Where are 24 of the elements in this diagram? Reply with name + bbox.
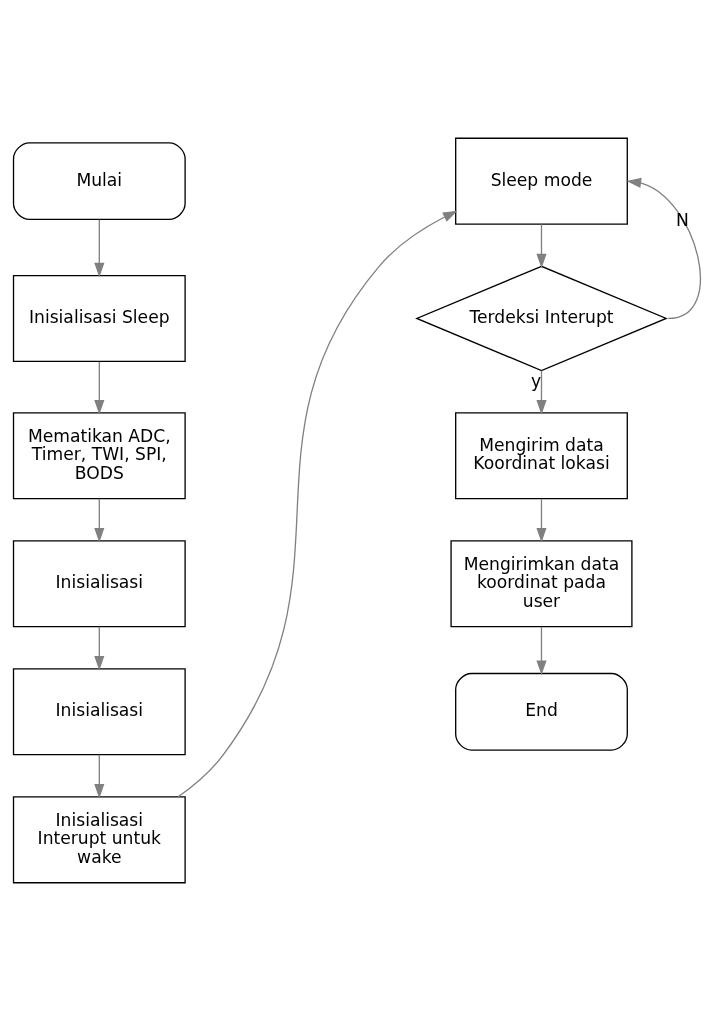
edge-label: y bbox=[531, 371, 542, 392]
arrow bbox=[177, 210, 458, 798]
arrow bbox=[536, 498, 547, 543]
node-box: Mematikan ADC, Timer, TWI, SPI, BODS bbox=[12, 412, 186, 500]
arrow bbox=[536, 223, 547, 269]
node-box: Mengirim data Koordinat lokasi bbox=[455, 412, 628, 500]
node-box: Inisialisasi bbox=[12, 540, 186, 628]
node-diamond: Terdeksi Interupt bbox=[415, 265, 668, 372]
arrow bbox=[536, 370, 547, 415]
node-box: Mengirimkan data koordinat pada user bbox=[450, 540, 633, 628]
arrow bbox=[94, 219, 105, 278]
arrow bbox=[94, 498, 105, 543]
arrow bbox=[536, 626, 547, 676]
edge-label: N bbox=[675, 210, 689, 231]
arrow bbox=[94, 754, 105, 799]
arrow bbox=[94, 360, 105, 415]
node-box: Mulai bbox=[12, 142, 186, 221]
node-box: Inisialisasi bbox=[12, 668, 186, 756]
node-box: Inisialisasi Interupt untuk wake bbox=[12, 796, 186, 884]
node-box: End bbox=[455, 672, 628, 751]
node-box: Inisialisasi Sleep bbox=[12, 274, 186, 362]
arrow bbox=[626, 177, 701, 320]
node-box: Sleep mode bbox=[455, 137, 628, 225]
arrow bbox=[94, 626, 105, 671]
